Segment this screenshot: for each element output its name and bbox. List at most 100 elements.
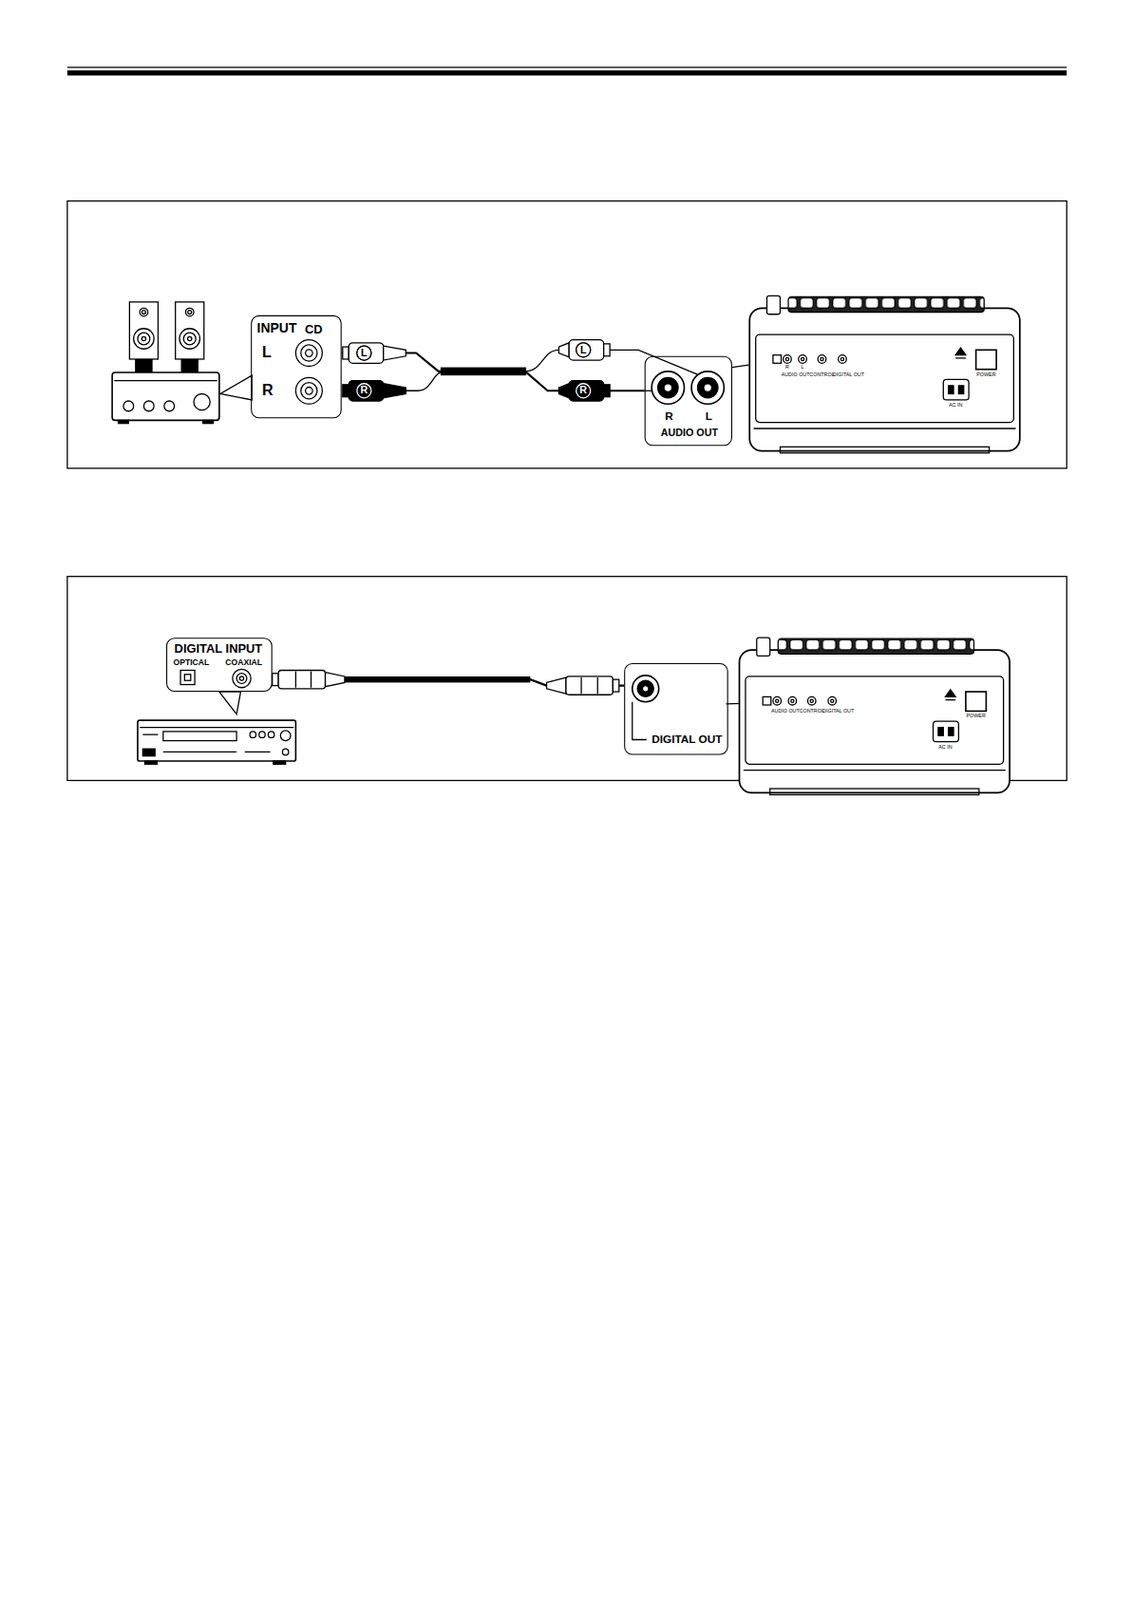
speaker [129,302,158,359]
panel-frame [67,201,1067,469]
speaker [188,310,192,315]
speaker [179,328,200,349]
callout-text: R [664,411,674,423]
panel-marking: AUDIO OUT [771,708,800,714]
cd-recorder [137,719,296,761]
digital-input-jack [239,676,244,680]
input-jack [295,339,322,367]
rca-plug [576,342,591,358]
output-jack [658,377,679,397]
cd-recorder [137,691,296,764]
panel-marking: AC IN [948,402,963,408]
rca-plug [383,383,407,398]
amplifier [112,372,220,420]
callout-text: DIGITAL OUT [651,733,722,745]
output-jack [663,383,673,393]
rca-plug [357,345,372,360]
input-jack [305,387,314,396]
speaker [188,336,192,340]
coaxial-plug [597,677,599,694]
speaker [129,302,204,374]
speaker [181,358,198,374]
rca-plug [609,349,698,375]
output-jack [703,383,713,393]
coaxial-plug [344,676,530,682]
cd-recorder [259,731,265,737]
page-rule [67,66,1067,68]
digital-output-jack [632,675,660,702]
plug-badge-ground [357,345,372,360]
plug-letter: R [359,385,368,397]
plug-badge-ground [576,342,591,358]
rca-plug [558,383,569,398]
rca-plug [604,384,610,397]
cd-recorder [142,733,158,735]
panel-marking: R [785,364,790,370]
input-jack [295,377,322,404]
panel-marking: L [801,364,805,370]
callout-text: L [705,411,713,423]
amplifier [203,419,214,423]
cd-recorder [282,748,288,755]
page-rule [67,70,1067,76]
output-jack [691,371,724,404]
amplifier [118,419,130,423]
rca-plug [576,383,591,398]
leader-line [632,701,647,740]
coaxial-plug [612,679,619,692]
rca-plug [604,343,610,357]
callout-text: R [262,381,274,397]
output-jack [697,377,718,397]
cd-recorder [144,760,157,764]
cd-recorder [142,748,155,756]
amplifier [113,379,217,381]
panel-marking: POWER [976,371,996,377]
digital-input-jack [180,669,195,684]
coaxial-plug [325,672,345,687]
digital-input-jack [232,668,251,687]
cd-recorder [163,751,237,753]
digital-output-jack [642,685,649,692]
cd-recorder [267,731,274,737]
rca-plug [558,342,569,358]
cd-recorder [219,691,242,715]
rca-plug [348,342,384,363]
coaxial-plug [566,676,613,695]
coaxial-plug [272,669,620,695]
callout-text: L [262,343,272,359]
rca-plug [383,345,407,360]
coaxial-plug [278,669,325,688]
coaxial-plug [547,677,567,694]
speaker [135,358,152,374]
coaxial-plug [295,671,297,688]
callout-text: CD [304,322,323,336]
digital-output-jack [637,679,654,697]
digital-input-jack [236,673,247,684]
rca-plug [348,380,384,401]
rca-plug [568,339,605,360]
panel-marking: CONTROL [809,371,834,377]
coaxial-plug [310,671,312,688]
input-jack [305,349,314,358]
digital-input-jack [184,674,190,680]
callout-text: AUDIO OUT [660,427,718,438]
cd-recorder [139,726,294,728]
speaker [183,332,196,345]
cd-recorder [163,731,237,741]
rca-plug [357,383,372,398]
callout-text: OPTICAL [173,659,210,668]
panel-marking: DIGITAL OUT [832,371,865,377]
callout-box: R L AUDIO OUT [644,356,733,446]
output-jack [651,371,684,404]
digital-output-jack [632,675,660,702]
cd-recorder [245,751,271,753]
panel-marking: CONTROL [799,708,825,714]
plug-letter: L [360,347,368,359]
rca-plug [440,367,527,377]
plug-badge-ground [357,342,591,360]
digital-input-jack [180,668,251,687]
amplifier [112,372,252,424]
cd-recorder [273,760,286,764]
